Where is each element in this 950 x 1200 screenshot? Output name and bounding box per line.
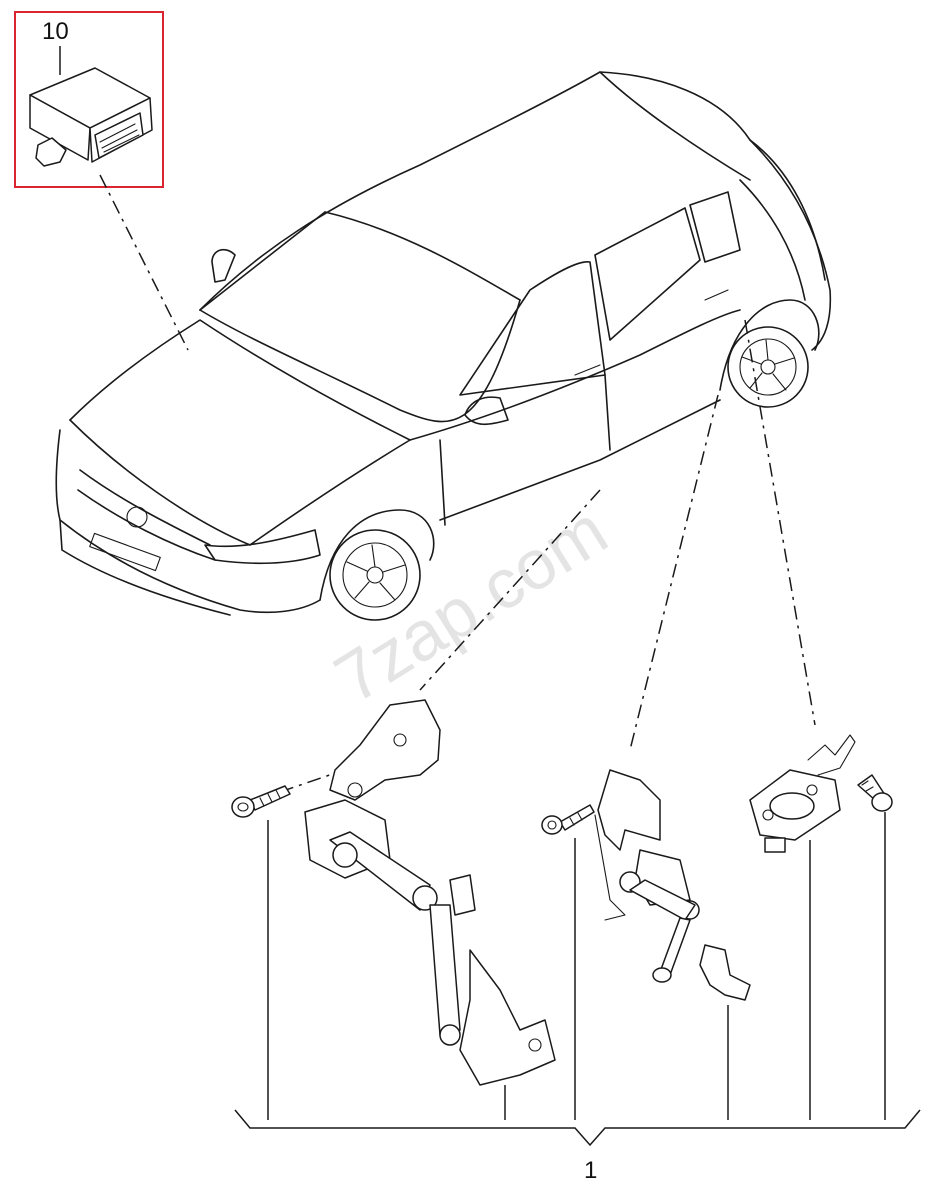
watermark-text: 7zap.com — [322, 491, 621, 718]
leader-car-to-sensor-b — [629, 394, 719, 751]
control-unit-module-icon — [29, 67, 153, 167]
level-sensor-bracket[interactable] — [749, 734, 856, 853]
callout-1-label: 1 — [584, 1157, 597, 1184]
assembly-brace — [234, 1109, 921, 1147]
level-sensor-front-left[interactable] — [304, 699, 556, 1086]
bolt-a[interactable] — [231, 785, 291, 818]
part-10-control-unit[interactable]: 10 — [14, 11, 164, 188]
assembly-leaders — [267, 812, 886, 1120]
highlight-box — [14, 11, 164, 188]
bolt-b[interactable] — [541, 804, 595, 835]
leader-10-to-car — [99, 174, 189, 351]
leader-car-to-sensor-c — [744, 319, 816, 726]
leader-car-to-sensor-a — [419, 489, 601, 691]
car-illustration — [55, 71, 832, 621]
callout-10-label: 10 — [42, 18, 69, 45]
level-sensor-rear[interactable] — [594, 769, 751, 1001]
bolt-c[interactable] — [857, 774, 893, 812]
